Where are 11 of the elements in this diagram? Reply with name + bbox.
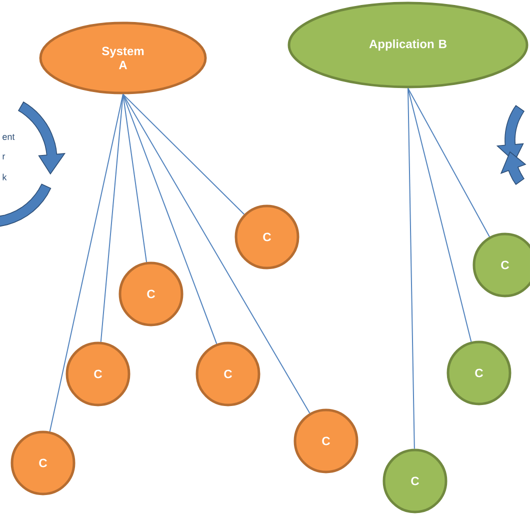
connector-line [100,94,124,342]
connector-line [408,88,415,450]
connector-line [122,94,218,344]
cycle-label: ent [2,134,15,140]
cycle-label: k [2,174,7,180]
connector-line [49,94,124,432]
connector-line [122,94,310,414]
connector-line [122,94,245,215]
connector-line [408,88,490,238]
cycle-label: r [2,154,6,160]
connector-line [408,88,472,342]
